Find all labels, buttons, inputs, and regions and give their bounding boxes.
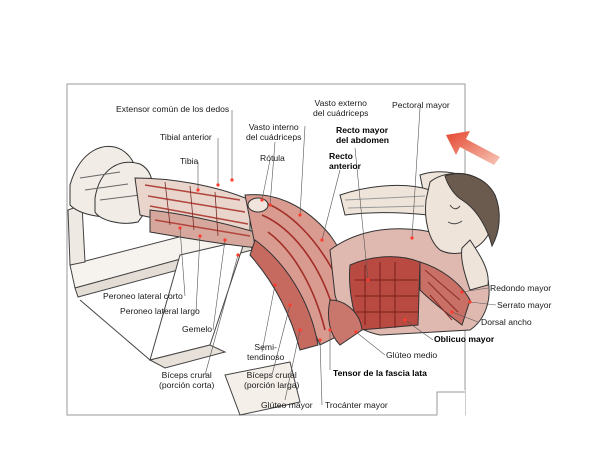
kneecap (247, 197, 269, 213)
lower-legs (134, 177, 259, 249)
label-gemelo: Gemelo (182, 324, 213, 334)
label-rotula: Rótula (260, 153, 285, 163)
label-biceps-crural-corta: Bíceps crural(porción corta) (159, 370, 215, 390)
label-serrato-mayor: Serrato mayor (497, 300, 552, 310)
label-pectoral-mayor: Pectoral mayor (392, 100, 450, 110)
label-extensor-comun: Extensor común de los dedos (116, 104, 230, 114)
arrow-up-left-icon (446, 131, 500, 165)
label-redondo-mayor: Redondo mayor (490, 283, 552, 293)
label-gluteo-mayor: Glúteo mayor (261, 400, 313, 410)
label-gluteo-medio: Glúteo medio (386, 350, 438, 360)
label-biceps-crural-larga: Bíceps crural(porción larga) (244, 370, 300, 390)
label-trocanter-mayor: Trocánter mayor (325, 400, 388, 410)
label-dorsal-ancho: Dorsal ancho (481, 317, 532, 327)
label-semitendinoso: Semi-tendinoso (247, 342, 285, 362)
label-peroneo-lateral-largo: Peroneo lateral largo (120, 306, 200, 316)
leader-dots (178, 178, 472, 342)
label-tibia: Tibia (180, 156, 199, 166)
arms-head (339, 171, 500, 291)
thighs (244, 194, 355, 351)
leader-lines (179, 107, 497, 406)
frame-notch-edge (436, 391, 465, 415)
frame-notch (437, 390, 465, 416)
torso (327, 228, 490, 346)
label-tibial-anterior: Tibial anterior (160, 132, 212, 142)
label-peroneo-lateral-corto: Peroneo lateral corto (103, 291, 183, 301)
label-tensor-fascia-lata: Tensor de la fascia lata (333, 368, 427, 378)
label-oblicuo-mayor: Oblicuo mayor (434, 334, 495, 344)
